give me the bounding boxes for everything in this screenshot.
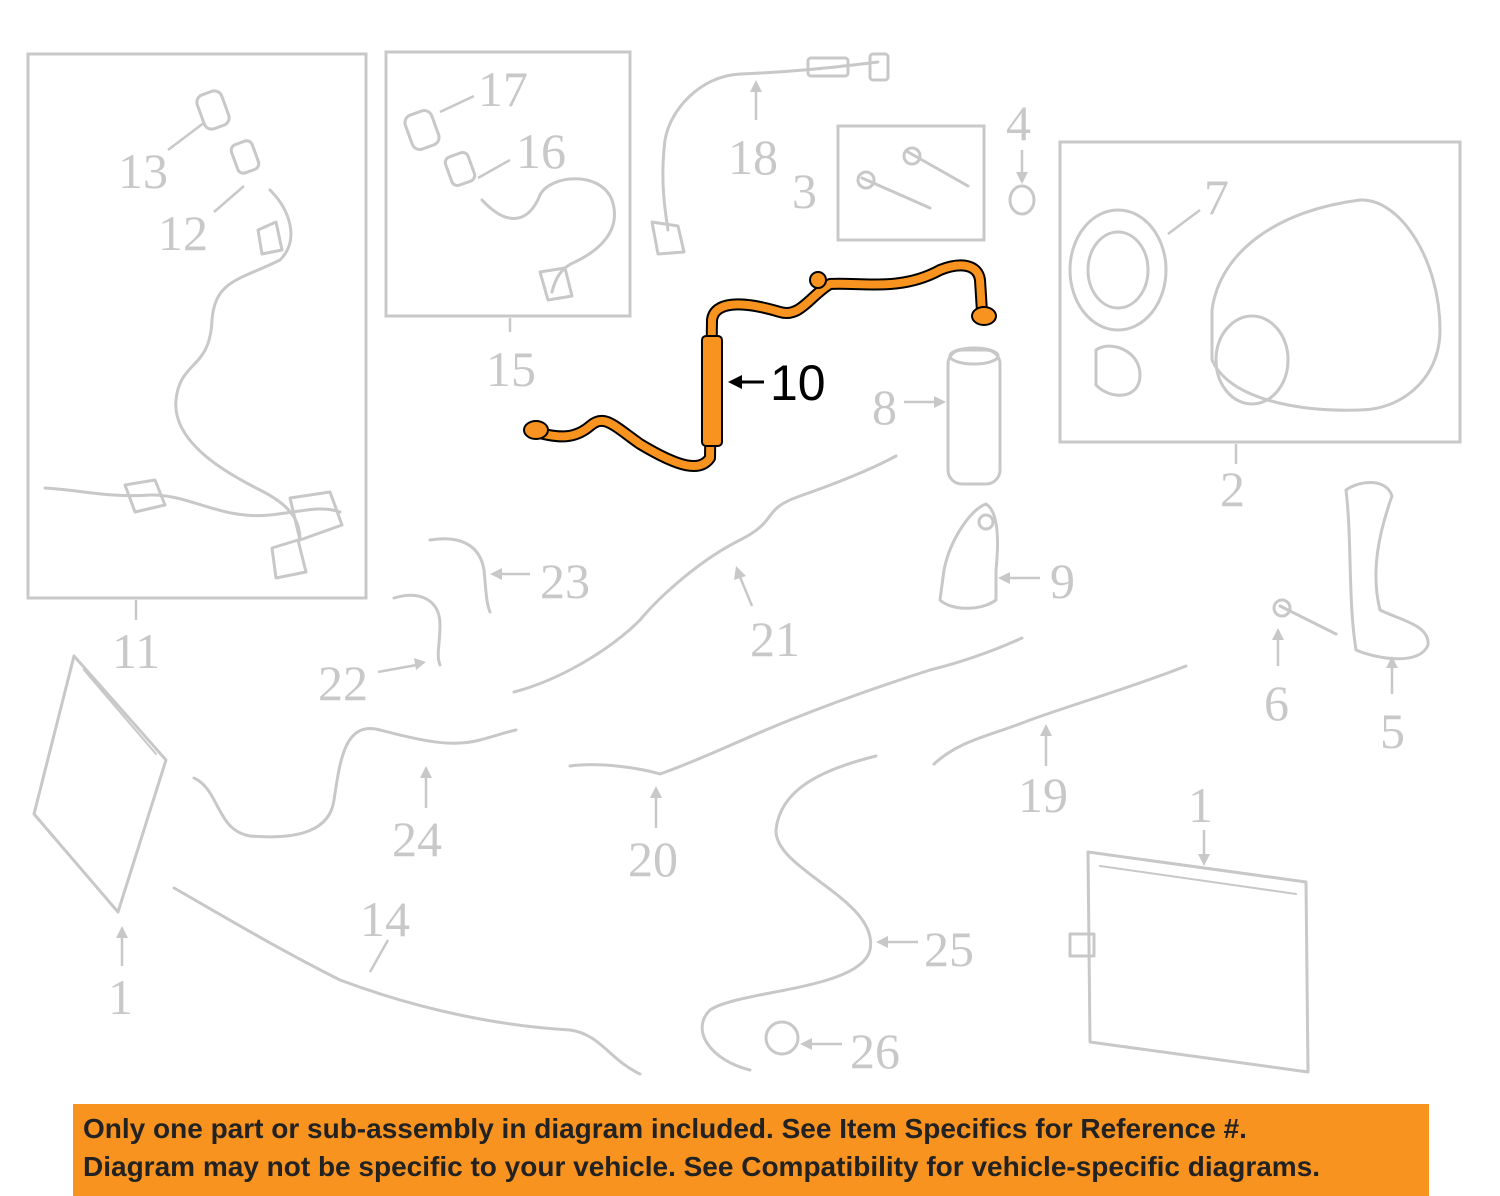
part-10-ac-line-highlighted	[523, 259, 997, 473]
part-26-cap	[764, 1020, 842, 1056]
part-group-2	[1058, 140, 1462, 444]
disclaimer-line-2: Diagram may not be specific to your vehi…	[83, 1151, 1321, 1182]
callout-1-left: 1	[108, 969, 133, 1025]
callout-16: 16	[516, 123, 566, 179]
callout-1-right: 1	[1188, 777, 1213, 833]
callout-26: 26	[850, 1023, 900, 1079]
part-group-11	[26, 52, 368, 600]
callout-20: 20	[628, 831, 678, 887]
part-21-line	[512, 454, 898, 694]
part-group-3	[836, 124, 986, 242]
callout-13: 13	[118, 143, 168, 199]
part-8-drier	[904, 346, 1002, 486]
callout-14: 14	[360, 891, 410, 947]
callout-7: 7	[1204, 169, 1229, 225]
callout-21: 21	[750, 611, 800, 667]
callout-3: 3	[792, 163, 817, 219]
callout-15: 15	[486, 341, 536, 397]
part-24-line	[192, 726, 518, 839]
part-5-6-brackets	[1272, 481, 1430, 694]
part-9-bracket	[938, 502, 1040, 610]
part-4	[1008, 150, 1036, 216]
callout-23: 23	[540, 553, 590, 609]
callout-25: 25	[924, 921, 974, 977]
callout-19: 19	[1018, 767, 1068, 823]
disclaimer-line-1: Only one part or sub-assembly in diagram…	[83, 1113, 1247, 1144]
callout-17: 17	[478, 61, 528, 117]
callout-2: 2	[1220, 461, 1245, 517]
part-1-condenser-right	[1068, 830, 1310, 1074]
callout-12: 12	[158, 205, 208, 261]
part-18-line	[650, 52, 890, 256]
part-19-line	[932, 664, 1188, 766]
part-20-line	[568, 636, 1024, 828]
part-25-line	[700, 754, 918, 1072]
callout-10-highlighted: 10	[770, 355, 826, 411]
callout-24: 24	[392, 811, 442, 867]
callout-9: 9	[1050, 553, 1075, 609]
part-14-line	[172, 886, 642, 1076]
callout-22: 22	[318, 655, 368, 711]
callout-6: 6	[1264, 675, 1289, 731]
disclaimer-banner: Only one part or sub-assembly in diagram…	[73, 1104, 1429, 1196]
part-22-23-hoses	[377, 537, 530, 674]
part-group-15	[384, 50, 632, 318]
callout-5: 5	[1380, 703, 1405, 759]
callout-8: 8	[872, 379, 897, 435]
callout-18: 18	[728, 129, 778, 185]
part-1-condenser-left	[32, 654, 168, 966]
callout-4: 4	[1006, 95, 1031, 151]
callout-11: 11	[112, 623, 160, 679]
